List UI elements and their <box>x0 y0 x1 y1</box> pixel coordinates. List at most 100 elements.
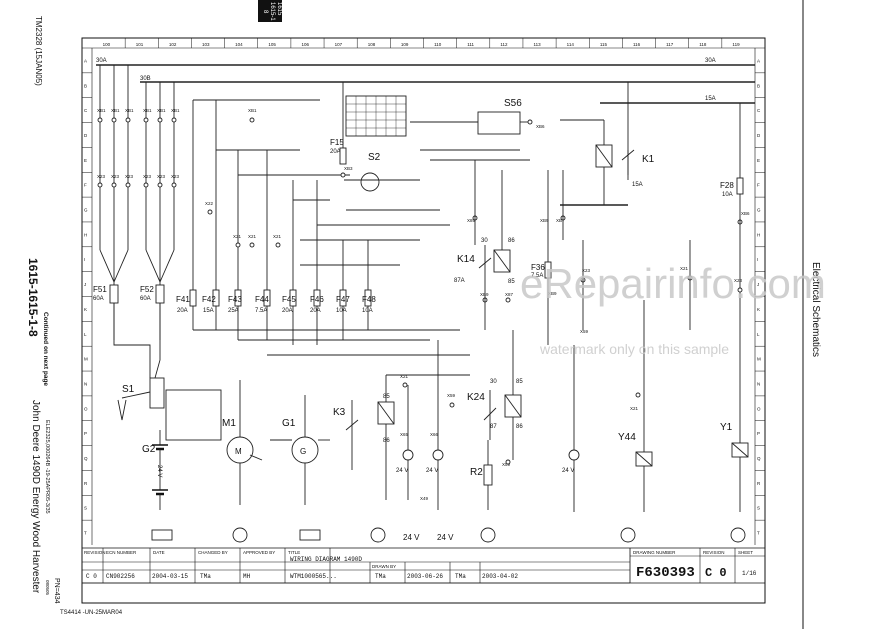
svg-text:X59: X59 <box>502 462 511 467</box>
svg-text:20A: 20A <box>177 308 188 314</box>
svg-text:XB1: XB1 <box>125 108 134 113</box>
power-buses: 30A 30B 30A 15A <box>96 58 755 250</box>
relay-center: 85 86 X21 X59 <box>377 374 470 500</box>
svg-text:F44: F44 <box>255 295 269 304</box>
svg-text:24 V: 24 V <box>396 468 408 474</box>
alternator-g1: G1 G <box>270 395 330 505</box>
row-label: P <box>757 431 760 436</box>
row-label: B <box>757 83 760 88</box>
svg-text:Y44: Y44 <box>618 432 636 443</box>
svg-text:F41: F41 <box>176 295 190 304</box>
svg-text:10A: 10A <box>722 192 733 198</box>
svg-text:2003-06-26: 2003-06-26 <box>407 573 443 580</box>
tab-line2: 1615-1 <box>269 2 275 21</box>
svg-text:30B: 30B <box>140 76 151 82</box>
svg-text:X66: X66 <box>430 432 439 437</box>
svg-text:20A: 20A <box>330 149 341 155</box>
svg-text:DRAWING NUMBER: DRAWING NUMBER <box>633 550 676 555</box>
column-label: 100 <box>103 42 111 47</box>
row-label: D <box>84 133 88 138</box>
relay-k3: K3 <box>333 400 359 470</box>
row-label: I <box>84 257 85 262</box>
svg-text:7.5A: 7.5A <box>255 308 267 314</box>
column-label: 104 <box>235 42 243 47</box>
svg-text:TMa: TMa <box>375 573 386 580</box>
row-label: E <box>757 158 760 163</box>
switch-s1: S1 <box>117 377 165 421</box>
svg-text:F45: F45 <box>282 295 296 304</box>
svg-text:85: 85 <box>383 394 390 400</box>
svg-text:X49: X49 <box>420 496 429 501</box>
column-label: 116 <box>633 42 641 47</box>
column-label: 117 <box>666 42 674 47</box>
svg-text:24 V: 24 V <box>437 533 454 542</box>
svg-text:SHEET: SHEET <box>738 550 753 555</box>
svg-text:F46: F46 <box>310 295 324 304</box>
column-label: 109 <box>401 42 409 47</box>
svg-text:MH: MH <box>243 573 251 580</box>
svg-text:F47: F47 <box>336 295 350 304</box>
svg-text:WIRING DIAGRAM 1490D: WIRING DIAGRAM 1490D <box>290 556 362 563</box>
column-label: 111 <box>467 42 474 47</box>
fuse-f51: F51 60A <box>93 284 119 304</box>
relay-k24: K24 30 87 85 86 X59 <box>467 330 523 467</box>
svg-text:X22: X22 <box>205 201 214 206</box>
svg-text:F48: F48 <box>362 295 376 304</box>
svg-text:2003-04-02: 2003-04-02 <box>482 573 518 580</box>
svg-text:TMa: TMa <box>455 573 466 580</box>
svg-text:XB3: XB3 <box>344 166 353 171</box>
svg-text:Y1: Y1 <box>720 422 733 433</box>
motor-m1: M1 M <box>222 380 263 505</box>
svg-text:X21: X21 <box>233 234 242 239</box>
row-label: J <box>757 282 759 287</box>
svg-text:K1: K1 <box>642 154 655 165</box>
row-label: J <box>84 282 86 287</box>
page-sub: 080505 <box>45 580 50 596</box>
svg-text:F36: F36 <box>531 263 545 272</box>
row-label: I <box>757 257 758 262</box>
svg-text:24 V: 24 V <box>562 468 574 474</box>
svg-text:G2: G2 <box>142 444 156 455</box>
column-label: 107 <box>335 42 343 47</box>
tab-line1: 1615 <box>276 2 282 16</box>
svg-text:XB9: XB9 <box>540 218 549 223</box>
fuse-f15: F15 20A XB3 <box>330 82 353 178</box>
row-label: H <box>757 232 760 237</box>
svg-text:86: 86 <box>383 438 390 444</box>
tab-line3: 8 <box>262 10 268 14</box>
svg-text:X21: X21 <box>680 266 689 271</box>
column-label: 108 <box>368 42 376 47</box>
svg-text:XB6: XB6 <box>741 211 750 216</box>
ground-symbols: 24 V 24 V <box>151 527 746 543</box>
column-label: 103 <box>202 42 210 47</box>
section-tab <box>258 0 282 22</box>
column-label: 102 <box>169 42 177 47</box>
watermark-sub: watermark only on this sample <box>539 341 729 357</box>
resistor-r2: R2 <box>470 440 493 510</box>
row-label: K <box>84 307 87 312</box>
svg-text:15A: 15A <box>203 308 214 314</box>
svg-text:CN902256: CN902256 <box>106 573 135 580</box>
row-label: S <box>84 506 87 511</box>
svg-text:F28: F28 <box>720 181 734 190</box>
svg-text:X23: X23 <box>734 278 743 283</box>
page-number: PN=434 <box>53 578 60 604</box>
svg-text:XB1: XB1 <box>143 108 152 113</box>
svg-text:86: 86 <box>516 424 523 430</box>
valve-y44: Y44 X21 <box>618 300 653 512</box>
svg-text:S2: S2 <box>368 152 381 163</box>
mid-connectors: X22 X21 X21 X21 <box>205 117 282 248</box>
svg-text:15A: 15A <box>705 96 716 102</box>
svg-text:XB1: XB1 <box>97 108 106 113</box>
title-block: REVISION ECN NUMBER DATE CHANGED BY APPR… <box>82 547 765 584</box>
svg-text:10A: 10A <box>362 308 373 314</box>
svg-text:10A: 10A <box>336 308 347 314</box>
connector-pins <box>97 117 177 188</box>
row-label: F <box>84 183 87 188</box>
svg-text:X21: X21 <box>400 374 409 379</box>
row-label: G <box>84 208 88 213</box>
row-label: S <box>757 506 760 511</box>
column-label: 114 <box>567 42 575 47</box>
row-label: A <box>757 58 760 63</box>
